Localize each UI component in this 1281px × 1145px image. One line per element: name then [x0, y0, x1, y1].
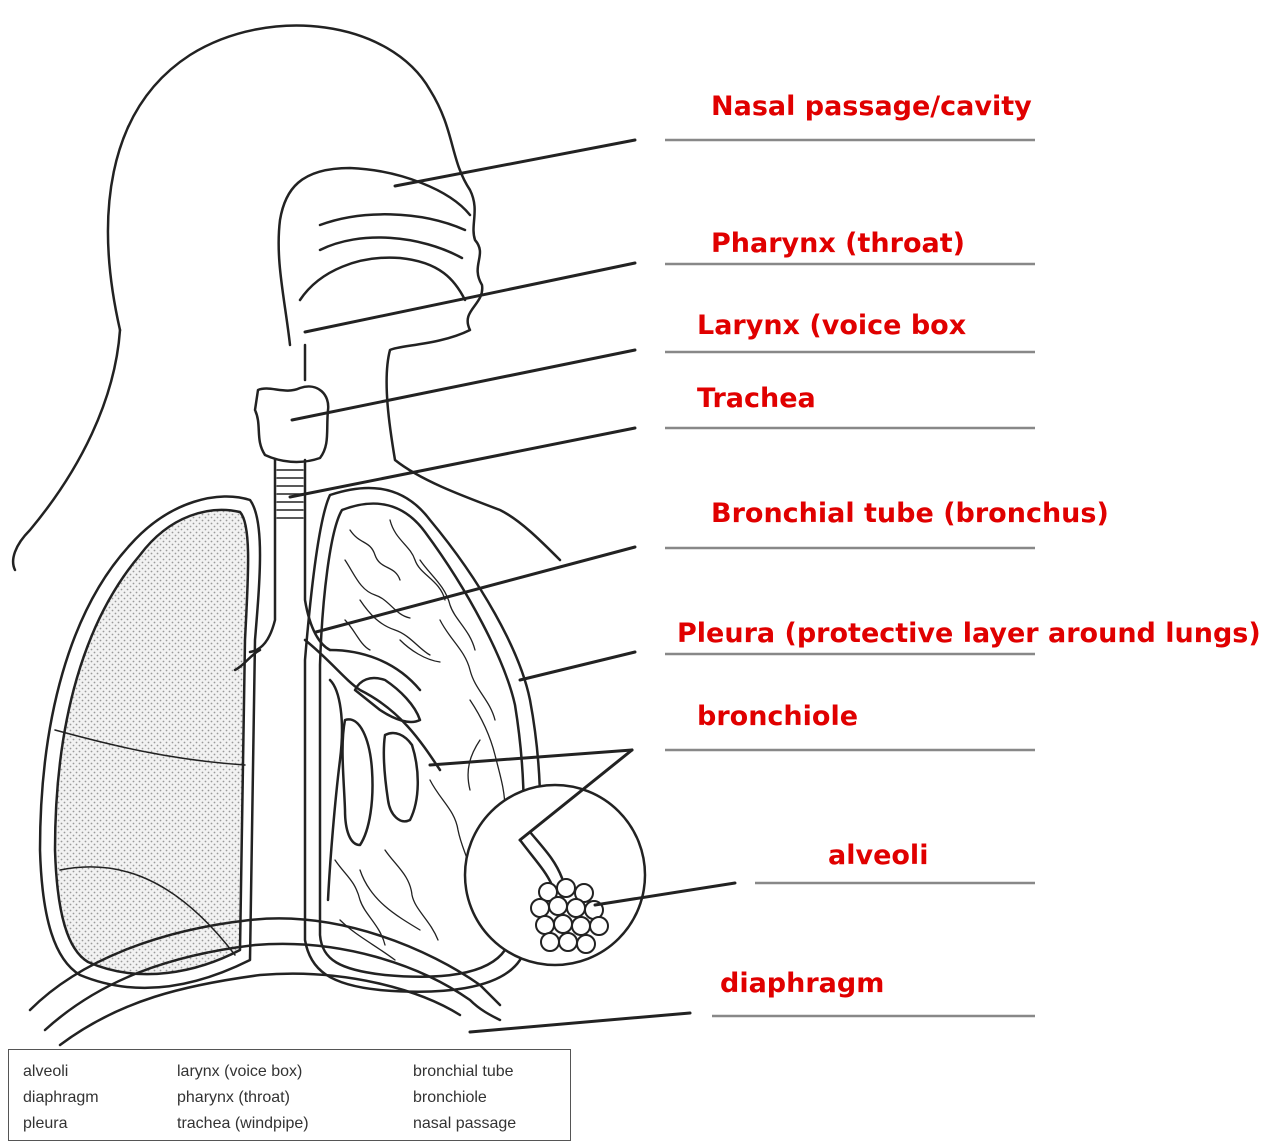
label-nasal-passage: Nasal passage/cavity: [711, 93, 1032, 120]
label-larynx: Larynx (voice box: [697, 312, 966, 339]
word-bank-item: diaphragm: [23, 1090, 99, 1106]
label-pleura: Pleura (protective layer around lungs): [677, 620, 1261, 647]
neck-back: [13, 330, 120, 570]
word-bank-item: pleura: [23, 1116, 67, 1132]
word-bank-item: alveoli: [23, 1064, 68, 1080]
label-pharynx: Pharynx (throat): [711, 230, 965, 257]
word-bank-item: bronchiole: [413, 1090, 487, 1106]
left-lung-inner: [55, 510, 248, 974]
word-bank: alveoli diaphragm pleura larynx (voice b…: [8, 1049, 571, 1141]
trachea-left: [250, 460, 275, 652]
word-bank-item: bronchial tube: [413, 1064, 514, 1080]
pointer-diaphragm: [470, 1013, 690, 1032]
label-diaphragm: diaphragm: [720, 970, 884, 997]
word-bank-item: pharynx (throat): [177, 1090, 290, 1106]
label-alveoli: alveoli: [828, 842, 928, 869]
word-bank-item: trachea (windpipe): [177, 1116, 309, 1132]
pointer-trachea: [290, 428, 635, 497]
word-bank-item: larynx (voice box): [177, 1064, 302, 1080]
label-bronchiole: bronchiole: [697, 703, 858, 730]
palate: [320, 214, 465, 230]
pointer-nasal: [395, 140, 635, 186]
pointer-larynx: [292, 350, 635, 420]
pointer-pleura: [520, 652, 635, 680]
larynx-shape: [255, 387, 328, 462]
label-bronchial-tube: Bronchial tube (bronchus): [711, 500, 1109, 527]
label-trachea: Trachea: [697, 385, 816, 412]
tongue: [320, 238, 462, 258]
pointer-bronchiole-1: [430, 750, 632, 765]
pointer-bronchus: [316, 547, 635, 632]
word-bank-item: nasal passage: [413, 1116, 516, 1132]
throat-back: [300, 258, 465, 300]
pointer-pharynx: [305, 263, 635, 332]
